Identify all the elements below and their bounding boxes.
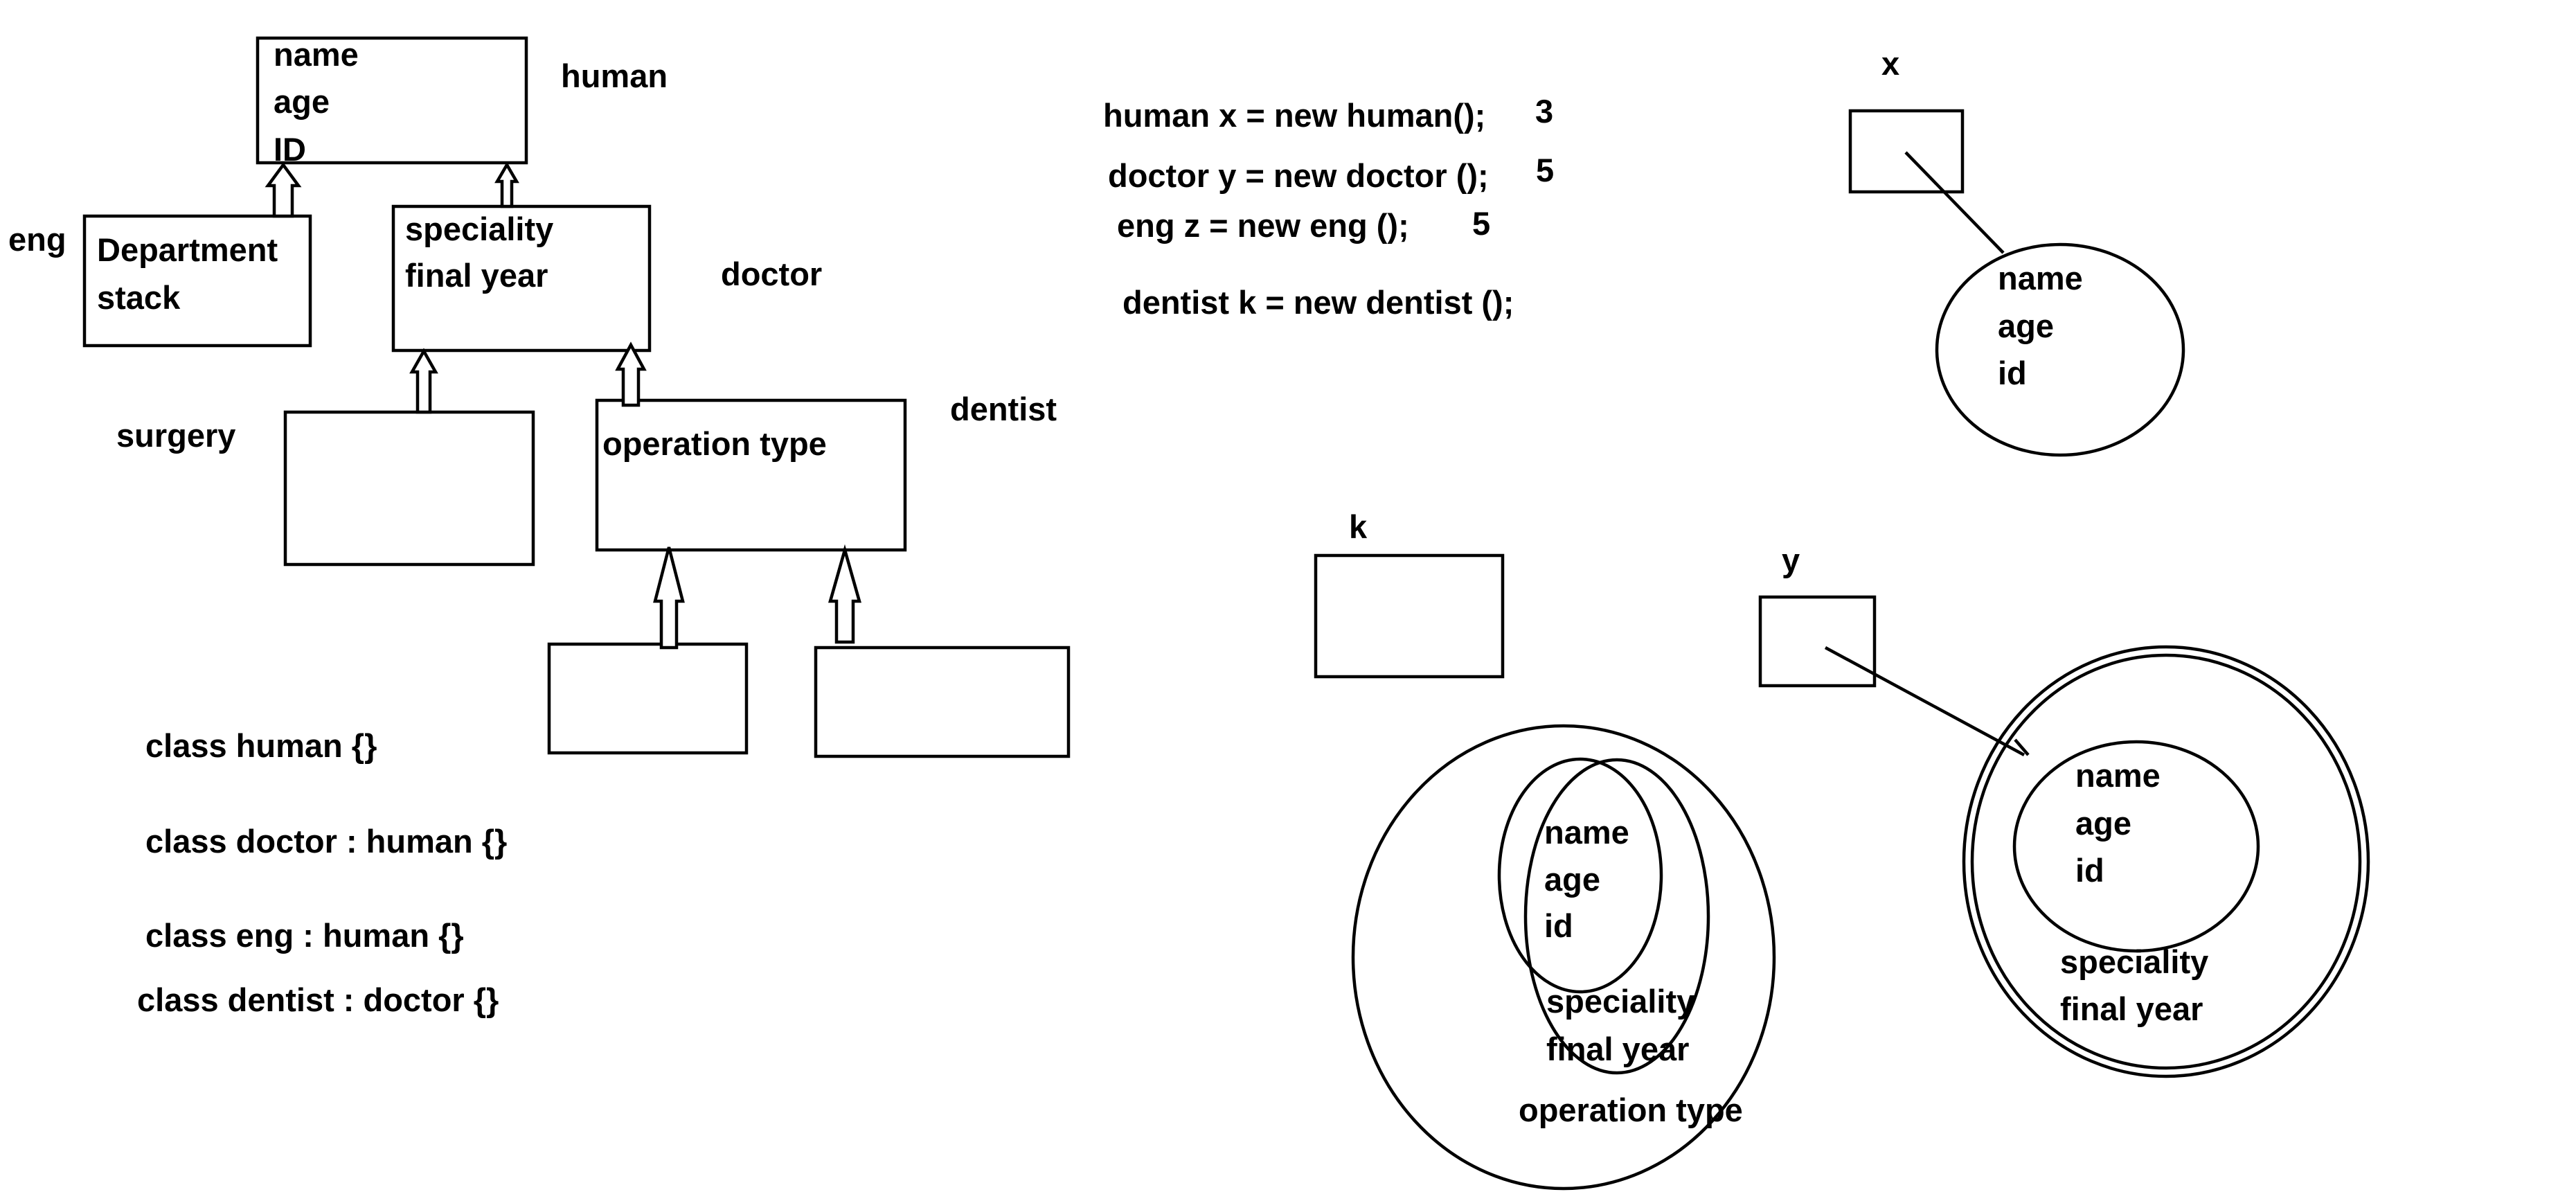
class-declaration-dentist: class dentist : doctor {}	[137, 981, 499, 1018]
eng-to-human-arrow	[265, 162, 302, 218]
class-declaration-human: class human {}	[145, 727, 377, 764]
doctor-class-box	[391, 204, 652, 353]
human-object-x	[1935, 242, 2185, 457]
instantiation-eng-z: eng z = new eng ();	[1117, 207, 1409, 244]
object-y-field-age: age	[2075, 805, 2131, 842]
human-class-label: human	[561, 57, 668, 94]
dentist-object-k-middle	[1523, 758, 1710, 1075]
reference-x-box	[1848, 109, 1965, 194]
surgery-to-doctor-arrow	[409, 348, 438, 414]
instantiation-human-x-count: 3	[1535, 93, 1553, 130]
dentist-object-k-outer	[1351, 724, 1776, 1191]
dentist-to-doctor-arrow	[615, 341, 647, 407]
reference-y-pointer	[1824, 646, 2025, 756]
object-y-field-final-year: final year	[2060, 990, 2203, 1027]
dentist-subclass-box-2	[814, 646, 1071, 758]
dentist-subclass-box-1	[547, 642, 749, 755]
dentist-class-label: dentist	[950, 391, 1057, 427]
reference-y-box	[1758, 595, 1877, 688]
eng-class-box	[82, 214, 312, 348]
reference-k-label: k	[1349, 508, 1368, 545]
doctor-field-final-year: final year	[405, 257, 548, 294]
doctor-class-label: doctor	[721, 256, 822, 292]
instantiation-dentist-k: dentist k = new dentist ();	[1122, 284, 1514, 321]
dentist-object-k-inner	[1497, 757, 1663, 994]
dentist-class-box	[595, 398, 907, 552]
object-y-field-speciality: speciality	[2060, 943, 2208, 980]
object-k-field-operation-type: operation type	[1519, 1092, 1743, 1128]
object-x-field-id: id	[1998, 355, 2027, 391]
instantiation-doctor-y: doctor y = new doctor ();	[1108, 157, 1489, 194]
doctor-field-speciality: speciality	[405, 211, 553, 247]
reference-y-pointer-tip	[2014, 738, 2030, 756]
human-class-box	[256, 36, 528, 165]
object-y-field-name: name	[2075, 757, 2161, 794]
reference-x-label: x	[1881, 45, 1899, 82]
class-declaration-eng: class eng : human {}	[145, 917, 464, 954]
human-field-id: ID	[274, 131, 306, 168]
human-field-age: age	[274, 83, 330, 120]
eng-field-department: Department	[97, 231, 278, 268]
object-k-field-final-year: final year	[1546, 1031, 1689, 1067]
reference-x-pointer	[1904, 151, 2005, 254]
doctor-object-y-inner	[2012, 740, 2260, 953]
surgery-class-box	[283, 410, 535, 567]
doctor-object-y-outer-ring	[1970, 653, 2362, 1070]
eng-field-stack: stack	[97, 279, 181, 316]
instantiation-doctor-y-count: 5	[1536, 152, 1554, 188]
eng-class-label: eng	[8, 221, 66, 258]
instantiation-human-x: human x = new human();	[1103, 97, 1485, 134]
object-k-field-age: age	[1544, 861, 1600, 898]
object-x-field-name: name	[1998, 260, 2083, 296]
object-y-field-id: id	[2075, 852, 2104, 889]
reference-y-label: y	[1782, 542, 1800, 578]
doctor-object-y-outer	[1962, 645, 2370, 1078]
object-k-field-speciality: speciality	[1546, 983, 1694, 1020]
doctor-to-human-arrow	[494, 161, 519, 208]
surgery-class-label: surgery	[116, 417, 235, 454]
dentist-field-operation-type: operation type	[602, 425, 827, 462]
human-field-name: name	[274, 36, 359, 73]
reference-k-box	[1314, 553, 1505, 679]
subclass-1-to-dentist-arrow	[653, 546, 685, 650]
class-declaration-doctor: class doctor : human {}	[145, 823, 507, 860]
object-k-field-id: id	[1544, 907, 1573, 944]
object-x-field-age: age	[1998, 308, 2054, 344]
instantiation-eng-z-count: 5	[1472, 205, 1490, 242]
object-k-field-name: name	[1544, 814, 1629, 851]
subclass-2-to-dentist-arrow	[828, 544, 861, 644]
